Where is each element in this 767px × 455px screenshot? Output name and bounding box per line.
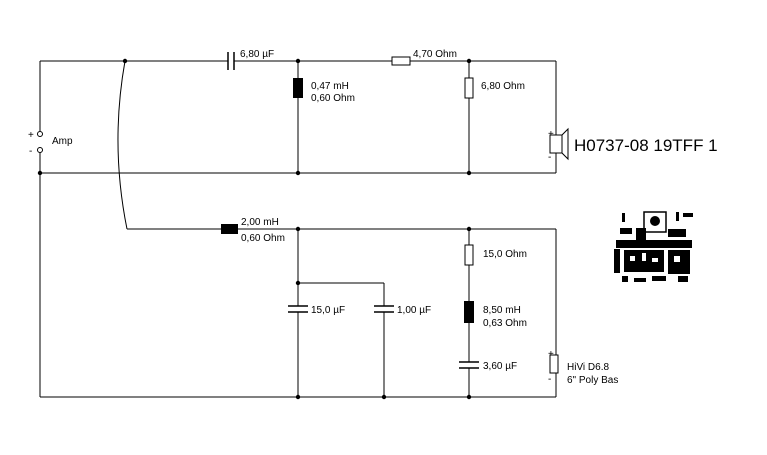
woofer-l-resistance-label: 0,60 Ohm bbox=[241, 233, 285, 244]
amp-plus-terminal bbox=[37, 131, 43, 137]
woofer-series-inductor: 2,00 mH 0,60 Ohm bbox=[221, 217, 285, 244]
tweeter-driver-name: H0737-08 19TFF 1 bbox=[574, 136, 718, 155]
tweeter-r-shunt-label: 6,80 Ohm bbox=[481, 81, 525, 92]
tweeter-r-series-label: 4,70 Ohm bbox=[413, 49, 457, 60]
tweeter-series-capacitor: 6,80 µF bbox=[227, 49, 274, 70]
junction-dot bbox=[295, 58, 301, 64]
tweeter-shunt-resistor: 6,80 Ohm bbox=[464, 77, 525, 99]
tweeter-l-resistance-label: 0,60 Ohm bbox=[311, 93, 355, 104]
notch-capacitor: 3,60 µF bbox=[459, 361, 517, 372]
woofer-l-value-label: 2,00 mH bbox=[241, 217, 279, 228]
junction-dot bbox=[122, 58, 128, 64]
woofer-shunt-capacitor-2: 1,00 µF bbox=[374, 305, 431, 316]
amp-minus-terminal bbox=[37, 147, 43, 153]
woofer-c2-label: 1,00 µF bbox=[397, 305, 431, 316]
tweeter-l-value-label: 0,47 mH bbox=[311, 81, 349, 92]
junction-dot bbox=[295, 170, 301, 176]
notch-r-label: 15,0 Ohm bbox=[483, 249, 527, 260]
junction-dot bbox=[295, 226, 301, 232]
woofer-c1-label: 15,0 µF bbox=[311, 305, 345, 316]
woofer-driver-name-1: HiVi D6.8 bbox=[567, 362, 609, 373]
amp-minus-sign: - bbox=[29, 146, 32, 157]
woofer-driver-name-2: 6" Poly Bas bbox=[567, 375, 618, 386]
junction-dot bbox=[381, 394, 387, 400]
tweeter-c-label: 6,80 µF bbox=[240, 49, 274, 60]
tweeter-series-resistor: 4,70 Ohm bbox=[391, 49, 457, 66]
woofer-minus-sign: - bbox=[548, 374, 551, 385]
amp-plus-sign: + bbox=[28, 130, 34, 141]
junction-dot bbox=[37, 170, 43, 176]
notch-l-value-label: 8,50 mH bbox=[483, 305, 521, 316]
junction-dots bbox=[37, 58, 472, 400]
tweeter-minus-sign: - bbox=[548, 152, 551, 163]
junction-dot bbox=[466, 394, 472, 400]
junction-dot bbox=[295, 394, 301, 400]
tweeter-shunt-inductor: 0,47 mH 0,60 Ohm bbox=[293, 78, 355, 104]
junction-dot bbox=[466, 226, 472, 232]
notch-l-resistance-label: 0,63 Ohm bbox=[483, 318, 527, 329]
junction-dot bbox=[466, 170, 472, 176]
woofer-shunt-capacitor-1: 15,0 µF bbox=[288, 305, 345, 316]
notch-inductor: 8,50 mH 0,63 Ohm bbox=[464, 301, 527, 329]
notch-c-label: 3,60 µF bbox=[483, 361, 517, 372]
woofer-driver: + - HiVi D6.8 6" Poly Bas bbox=[548, 349, 618, 386]
amp-terminals: + - Amp bbox=[28, 130, 73, 157]
amp-label: Amp bbox=[52, 136, 73, 147]
junction-dot bbox=[466, 58, 472, 64]
speaker-photo-icon bbox=[612, 211, 700, 287]
junction-dot bbox=[295, 280, 301, 286]
notch-resistor: 15,0 Ohm bbox=[464, 244, 527, 266]
tweeter-driver: + - H0737-08 19TFF 1 bbox=[548, 127, 718, 163]
